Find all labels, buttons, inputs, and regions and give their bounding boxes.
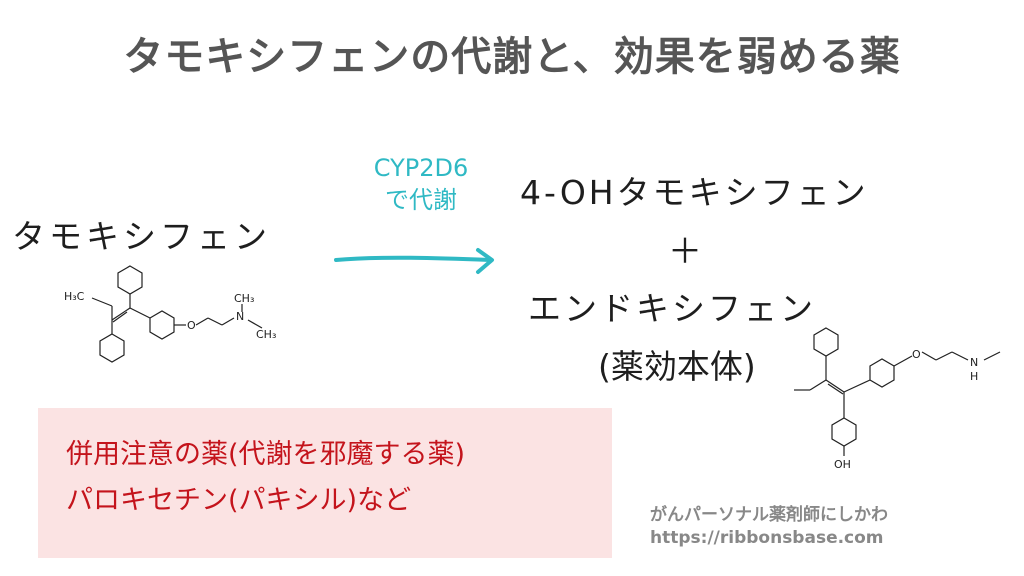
endoxifen-structure: O N H OH xyxy=(794,327,1001,471)
product-4oh-tamoxifen: 4-OHタモキシフェン xyxy=(520,173,869,212)
drug-name: タモキシフェン xyxy=(12,217,271,256)
ethyl-label: H₃C xyxy=(64,290,85,303)
oxygen-label: O xyxy=(912,348,921,361)
hydrogen-label: H xyxy=(970,370,978,383)
author-url: https://ribbonsbase.com xyxy=(650,528,884,548)
enzyme-action: で代謝 xyxy=(385,186,457,214)
author-credit: がんパーソナル薬剤師にしかわ xyxy=(650,505,888,525)
tamoxifen-structure: H₃C O N CH₃ CH₃ xyxy=(64,265,276,363)
hydroxyl-label: OH xyxy=(834,458,851,471)
caution-heading: 併用注意の薬(代謝を邪魔する薬) xyxy=(66,439,466,470)
caution-box xyxy=(38,408,612,558)
nitrogen-label: N xyxy=(970,356,978,369)
methyl-top-label: CH₃ xyxy=(234,292,254,305)
oxygen-label: O xyxy=(187,319,196,332)
enzyme-name: CYP2D6 xyxy=(373,154,469,182)
page-title: タモキシフェンの代謝と、効果を弱める薬 xyxy=(123,34,901,80)
methyl-right-label: CH₃ xyxy=(256,328,276,341)
metabolism-arrow xyxy=(334,248,494,274)
plus-sign: ＋ xyxy=(668,232,702,272)
caution-example: パロキセチン(パキシル)など xyxy=(66,485,412,516)
enzyme-label: CYP2D6 で代謝 xyxy=(356,152,486,216)
product-endoxifen: エンドキシフェン xyxy=(528,289,816,328)
active-form-note: (薬効本体) xyxy=(598,347,756,386)
nitrogen-label: N xyxy=(236,310,244,323)
